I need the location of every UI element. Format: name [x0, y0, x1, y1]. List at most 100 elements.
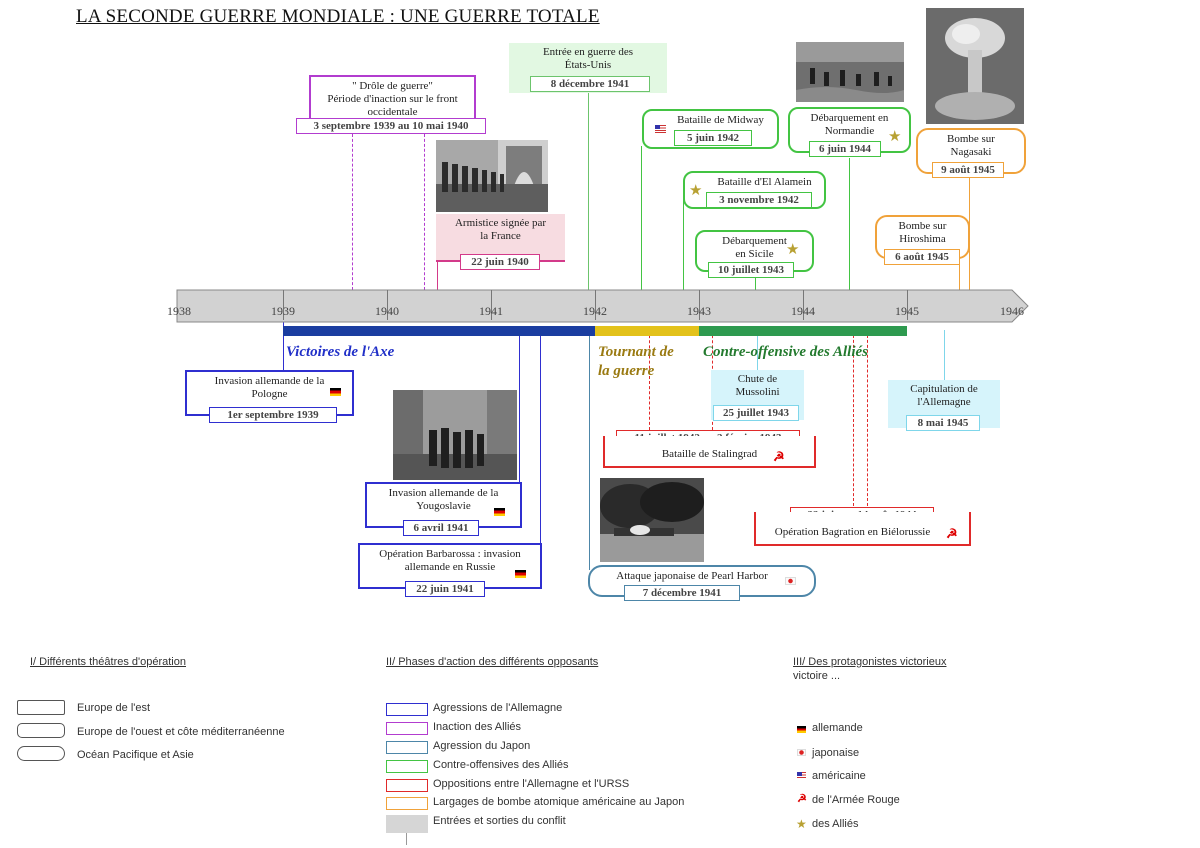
event-title: Yougoslavie: [416, 500, 471, 512]
legend-swatch-pacifique: [17, 746, 65, 761]
legend-swatch-oppositions-urss: [386, 779, 428, 792]
us-flag-icon: [655, 125, 666, 133]
phase-label-axis: Victoires de l'Axe: [286, 344, 395, 360]
photo-normandy-landing: [796, 42, 904, 102]
phase-label-turning-1: Tournant de: [598, 344, 674, 360]
event-title: Normandie: [824, 125, 875, 137]
event-title: Bataille de Stalingrad: [661, 448, 758, 460]
us-flag-icon: [797, 772, 806, 779]
connector-normandie: [849, 158, 850, 290]
event-title: Capitulation de: [910, 383, 978, 395]
legend-label: Entrées et sorties du conflit: [433, 815, 566, 827]
event-date: 9 août 1945: [932, 162, 1004, 178]
year-label: 1944: [791, 304, 815, 318]
photo-soldiers-street: [393, 390, 517, 480]
event-title: allemande en Russie: [404, 561, 496, 573]
photo-mushroom-cloud: [926, 8, 1024, 124]
legend-label: Océan Pacifique et Asie: [77, 749, 194, 761]
event-date: 1er septembre 1939: [209, 407, 337, 423]
german-flag-icon: [797, 726, 806, 733]
event-title: Période d'inaction sur le front: [327, 93, 458, 105]
connector-mussolini: [757, 330, 758, 370]
connector-midway: [641, 146, 642, 290]
year-label: 1939: [271, 304, 295, 318]
event-date: 10 juillet 1943: [708, 262, 794, 278]
photo-pearl-harbor: [600, 478, 704, 562]
event-title: Opération Bagration en Biélorussie: [774, 526, 931, 538]
event-date: 8 décembre 1941: [530, 76, 650, 92]
star-icon: ★: [689, 183, 703, 199]
event-title: la France: [480, 230, 521, 242]
connector-drole-end: [424, 134, 425, 290]
event-date: 3 septembre 1939 au 10 mai 1940: [296, 118, 486, 134]
tick-1944: [803, 290, 804, 320]
year-label: 1938: [167, 304, 191, 318]
star-icon: ★: [888, 129, 902, 145]
german-flag-icon: [330, 388, 341, 396]
japan-flag-icon: [785, 577, 796, 585]
legend-label: des Alliés: [812, 818, 859, 830]
phase-bar-turning: [595, 326, 699, 336]
event-invasion-yougoslavie: Invasion allemande de la Yougoslavie: [365, 482, 522, 528]
tick-1940: [387, 290, 388, 320]
event-title: Chute de: [737, 373, 778, 385]
connector-armistice: [437, 260, 438, 290]
legend-label: Contre-offensives des Alliés: [433, 759, 569, 771]
event-date: 8 mai 1945: [906, 415, 980, 431]
connector-alamein: [683, 198, 684, 290]
legend-swatch-agression-japon: [386, 741, 428, 754]
connector-capitulation: [944, 330, 945, 380]
year-label: 1942: [583, 304, 607, 318]
legend-label: Europe de l'ouest et côte méditerranéenn…: [77, 726, 285, 738]
event-bataille-stalingrad: Bataille de Stalingrad: [603, 436, 816, 468]
legend-swatch-bombes-atomiques: [386, 797, 428, 810]
legend-heading-theatres: I/ Différents théâtres d'opération: [30, 656, 186, 668]
connector-hiroshima: [959, 264, 960, 290]
connector-barbarossa: [540, 330, 541, 570]
tick-1939: [283, 290, 284, 320]
legend-label: de l'Armée Rouge: [812, 794, 900, 806]
star-icon: ★: [796, 817, 807, 831]
event-operation-bagration: Opération Bagration en Biélorussie: [754, 512, 971, 546]
legend-swatch-agressions-allemagne: [386, 703, 428, 716]
event-date: 22 juin 1941: [405, 581, 485, 597]
hammer-sickle-icon: ☭: [797, 793, 807, 805]
event-title: Attaque japonaise de Pearl Harbor: [616, 570, 768, 582]
phase-bar-axis: [283, 326, 595, 336]
legend-heading-phases: II/ Phases d'action des différents oppos…: [386, 656, 599, 668]
connector-pologne: [283, 320, 284, 370]
hammer-sickle-icon: ☭: [946, 526, 958, 541]
event-date: 6 août 1945: [884, 249, 960, 265]
connector-pearl: [589, 330, 590, 570]
connector-sicile: [755, 276, 756, 290]
connector-stalingrad-start: [649, 330, 650, 430]
event-title: États-Unis: [564, 59, 612, 71]
hammer-sickle-icon: ☭: [773, 449, 785, 464]
event-date: 3 novembre 1942: [706, 192, 812, 208]
legend-swatch-europe-ouest: [17, 723, 65, 738]
event-bataille-el-alamein: Bataille d'El Alamein: [683, 171, 826, 209]
event-title: l'Allemagne: [917, 396, 971, 408]
event-title: Bataille d'El Alamein: [717, 176, 812, 188]
photo-parade-arc: [436, 140, 548, 212]
event-title: Bombe sur: [947, 133, 995, 145]
event-title: Débarquement en: [810, 112, 889, 124]
event-title: Débarquement: [722, 235, 787, 247]
tick-1942: [595, 290, 596, 320]
event-date: 6 avril 1941: [403, 520, 479, 536]
tick-1941: [491, 290, 492, 320]
event-title: Bataille de Midway: [677, 114, 764, 126]
year-label: 1941: [479, 304, 503, 318]
legend-swatch-inaction-allies: [386, 722, 428, 735]
event-drole-de-guerre: " Drôle de guerre" Période d'inaction su…: [309, 75, 476, 123]
event-title: Entrée en guerre des: [542, 46, 634, 58]
connector-usa: [588, 92, 589, 290]
event-title: Opération Barbarossa : invasion: [379, 548, 521, 560]
legend-label: allemande: [812, 722, 863, 734]
legend-label: Agressions de l'Allemagne: [433, 702, 563, 714]
event-title: Pologne: [251, 388, 288, 400]
event-date: 25 juillet 1943: [713, 405, 799, 421]
legend-swatch-contre-offensives: [386, 760, 428, 773]
event-title: occidentale: [367, 106, 418, 118]
